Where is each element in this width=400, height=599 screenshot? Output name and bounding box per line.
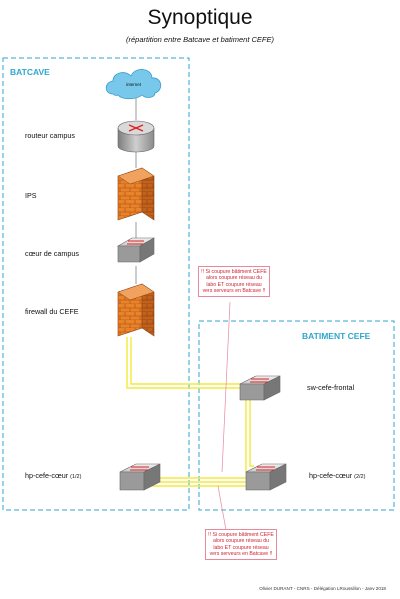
node-label-ips: IPS: [25, 191, 37, 200]
link-frontal-coeur2-b: [249, 398, 254, 467]
zone-batcave-border: [2, 57, 190, 511]
switch-icon: [116, 237, 156, 263]
page-title: Synoptique: [147, 6, 253, 29]
router-icon: [117, 120, 155, 153]
firewall-brick-icon: [117, 283, 155, 337]
node-label-internet: internet: [126, 82, 142, 87]
node-label-coeur-campus: cœur de campus: [25, 249, 79, 258]
zone-cefe-border: [198, 320, 395, 511]
node-label-hp-coeur-2: hp-cefe-cœur (2/2): [309, 471, 365, 480]
node-label-routeur-campus: routeur campus: [25, 131, 75, 140]
zone-label-batiment-cefe: BATIMENT CEFE: [302, 331, 371, 341]
node-label-sw-frontal: sw-cefe-frontal: [307, 383, 355, 392]
node-label-hp-coeur-2-name: hp-cefe-cœur: [309, 471, 353, 480]
warning-note-top: !! Si coupure bâtiment CEFE alors coupur…: [198, 266, 270, 298]
cloud-icon: [105, 69, 162, 100]
switch-icon: [239, 375, 281, 401]
yellow-links: [126, 337, 254, 487]
node-label-hp-coeur-1-index: (1/2): [70, 474, 82, 480]
node-label-firewall: firewall du CEFE: [25, 307, 79, 316]
page-subtitle: (répartition entre Batcave et batiment C…: [126, 35, 274, 44]
link-firewall-frontal-a: [126, 337, 248, 389]
switch-icon: [119, 463, 161, 491]
node-label-hp-coeur-1: hp-cefe-cœur (1/2): [25, 471, 81, 480]
node-label-hp-coeur-1-name: hp-cefe-cœur: [25, 471, 69, 480]
zone-label-batcave: BATCAVE: [10, 67, 50, 77]
switch-icon: [245, 463, 287, 491]
footer-credit: Olivier DURANT - CNRS - Délégation LRous…: [259, 586, 386, 591]
warning-note-bottom: !! Si coupure bâtiment CEFE alors coupur…: [205, 529, 277, 561]
note-top-leader: [221, 301, 231, 473]
node-label-hp-coeur-2-index: (2/2): [354, 474, 366, 480]
firewall-brick-icon: [117, 167, 155, 221]
link-firewall-frontal-b: [130, 337, 248, 385]
note-bottom-leader: [217, 485, 227, 531]
